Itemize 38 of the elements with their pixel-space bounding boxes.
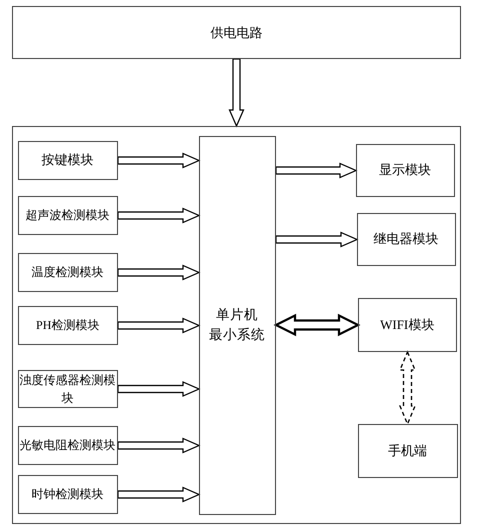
hollow-arrow — [117, 438, 200, 454]
dashed-arrow — [399, 350, 416, 426]
box-label: PH检测模块 — [36, 317, 100, 334]
module-box — [18, 196, 118, 235]
supply-box — [12, 6, 461, 59]
module-box — [356, 144, 455, 197]
module-box — [18, 474, 118, 514]
hollow-arrow — [117, 152, 200, 168]
hollow-arrow — [117, 318, 200, 334]
module-box — [18, 426, 118, 465]
hollow-arrow — [117, 486, 200, 502]
box-label: WIFI模块 — [380, 316, 434, 334]
box-label: 继电器模块 — [374, 230, 439, 248]
hollow-arrow — [275, 232, 358, 248]
module-box — [18, 252, 118, 292]
box-label: 手机端 — [388, 442, 428, 460]
box-label: 光敏电阻检测模块 — [20, 437, 116, 454]
hollow-arrow — [228, 58, 244, 128]
box-label: 时钟检测模块 — [32, 486, 104, 504]
hollow-arrow — [117, 208, 200, 224]
box-label: 供电电路 — [210, 24, 262, 42]
system-frame — [12, 126, 461, 524]
box-label: 温度检测模块 — [32, 264, 104, 282]
module-box — [356, 212, 456, 266]
module-box — [18, 306, 118, 345]
controller-box — [198, 136, 276, 515]
module-box — [358, 298, 457, 352]
hollow-arrow — [117, 381, 200, 397]
double-arrow — [274, 314, 360, 336]
box-label: 浊度传感器检测模块 — [18, 372, 117, 407]
hollow-arrow — [117, 264, 200, 280]
box-label: 超声波检测模块 — [26, 207, 110, 224]
box-label: 按键模块 — [42, 151, 94, 170]
module-box — [358, 424, 458, 478]
module-box — [18, 140, 118, 180]
box-label: 显示模块 — [379, 161, 432, 180]
box-label: 单片机最小系统 — [209, 306, 266, 344]
hollow-arrow — [275, 162, 358, 178]
